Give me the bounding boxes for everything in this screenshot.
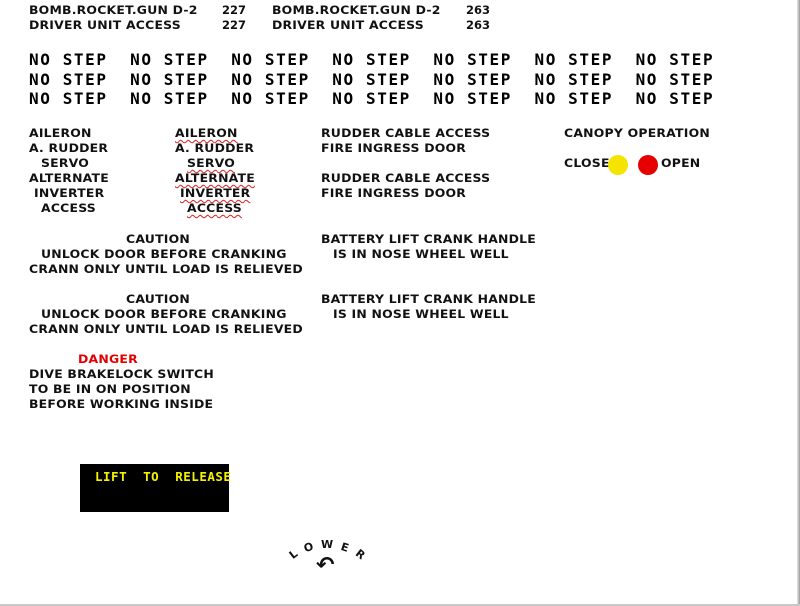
window-border-bottom	[0, 604, 800, 606]
rudder-b-line-1: RUDDER CABLE ACCESS	[321, 171, 491, 185]
lower-letter-o: O	[302, 539, 316, 556]
lower-letter-e: E	[339, 540, 351, 555]
canopy-open-indicator	[638, 155, 658, 175]
caution-1-title: CAUTION	[126, 232, 190, 246]
canopy-close-label: CLOSE	[564, 156, 610, 170]
header-right-value-1: 263	[466, 3, 491, 17]
header-left-value-2: 227	[222, 18, 247, 32]
mid-panel-inverter-text: INVERTER	[180, 186, 251, 200]
mid-panel-servo: SERVO	[187, 156, 235, 171]
mid-panel-access: ACCESS	[187, 201, 242, 216]
battery-2-line-2: IS IN NOSE WHEEL WELL	[333, 307, 509, 321]
header-right-label-2: DRIVER UNIT ACCESS	[272, 18, 424, 32]
lower-letter-l: L	[286, 547, 301, 562]
mid-panel-alternate-text: ALTERNATE	[175, 171, 255, 185]
caution-1-line-2: CRANN ONLY UNTIL LOAD IS RELIEVED	[29, 262, 303, 276]
lower-letter-r: R	[352, 546, 368, 563]
mid-panel-inverter: INVERTER	[180, 186, 250, 201]
lower-arrow-icon: ↶	[316, 553, 335, 578]
danger-line-3: BEFORE WORKING INSIDE	[29, 397, 214, 411]
rudder-b-line-2: FIRE INGRESS DOOR	[321, 186, 467, 200]
window-border-right	[797, 0, 800, 606]
battery-2-line-1: BATTERY LIFT CRANK HANDLE	[321, 292, 536, 306]
left-panel-inverter: INVERTER	[34, 186, 105, 200]
header-left-label-1: BOMB.ROCKET.GUN D-2	[29, 3, 198, 17]
mid-panel-rudder: A. RUDDER	[175, 141, 255, 155]
header-left-value-1: 227	[222, 3, 247, 17]
left-panel-access: ACCESS	[41, 201, 96, 215]
left-panel-aileron: AILERON	[29, 126, 92, 140]
rudder-a-line-2: FIRE INGRESS DOOR	[321, 141, 467, 155]
danger-line-2: TO BE IN ON POSITION	[29, 382, 191, 396]
canopy-open-label: OPEN	[661, 156, 701, 170]
left-panel-alternate: ALTERNATE	[29, 171, 109, 185]
header-left-label-2: DRIVER UNIT ACCESS	[29, 18, 181, 32]
caution-2-line-2: CRANN ONLY UNTIL LOAD IS RELIEVED	[29, 322, 303, 336]
mid-panel-servo-text: SERVO	[187, 156, 236, 170]
lift-to-release-text: LIFT TO RELEASE	[95, 469, 232, 484]
caution-2-title: CAUTION	[126, 292, 190, 306]
header-right-value-2: 263	[466, 18, 491, 32]
lower-letter-w: W	[321, 538, 334, 551]
mid-panel-access-text: ACCESS	[187, 201, 242, 215]
left-panel-servo: SERVO	[41, 156, 90, 170]
canopy-title: CANOPY OPERATION	[564, 126, 710, 140]
no-step-row-3: NO STEP NO STEP NO STEP NO STEP NO STEP …	[29, 89, 715, 108]
header-right-label-1: BOMB.ROCKET.GUN D-2	[272, 3, 441, 17]
left-panel-rudder: A. RUDDER	[29, 141, 109, 155]
lift-to-release-plate: LIFT TO RELEASE	[80, 464, 232, 512]
mid-panel-alternate: ALTERNATE	[175, 171, 255, 186]
rudder-a-line-1: RUDDER CABLE ACCESS	[321, 126, 491, 140]
mid-panel-aileron: AILERON	[175, 126, 238, 141]
caution-1-line-1: UNLOCK DOOR BEFORE CRANKING	[41, 247, 287, 261]
danger-line-1: DIVE BRAKELOCK SWITCH	[29, 367, 214, 381]
no-step-row-2: NO STEP NO STEP NO STEP NO STEP NO STEP …	[29, 70, 715, 89]
mid-panel-aileron-text: AILERON	[175, 126, 238, 140]
canopy-close-indicator	[608, 155, 628, 175]
battery-1-line-2: IS IN NOSE WHEEL WELL	[333, 247, 509, 261]
danger-title: DANGER	[78, 352, 138, 366]
caution-2-line-1: UNLOCK DOOR BEFORE CRANKING	[41, 307, 287, 321]
battery-1-line-1: BATTERY LIFT CRANK HANDLE	[321, 232, 536, 246]
no-step-row-1: NO STEP NO STEP NO STEP NO STEP NO STEP …	[29, 50, 715, 69]
